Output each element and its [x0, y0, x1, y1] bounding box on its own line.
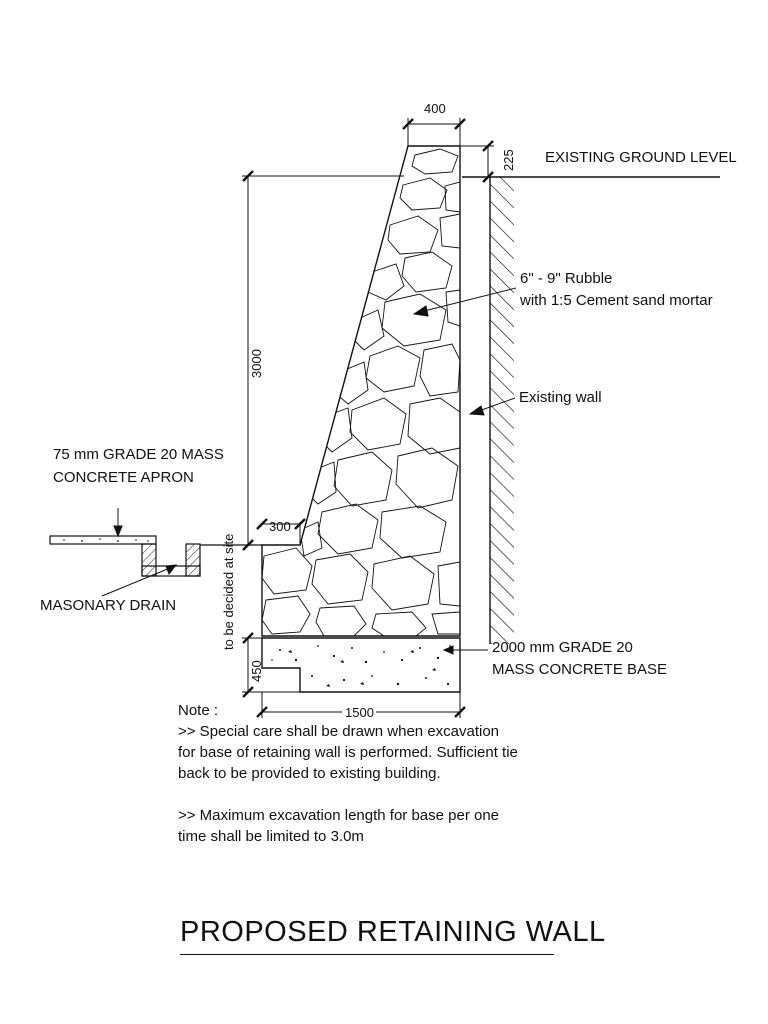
- note-line: >> Maximum excavation length for base pe…: [178, 807, 500, 824]
- note-line: time shall be limited to 3.0m: [178, 828, 364, 845]
- concrete-base: [261, 637, 461, 693]
- note-gap: [178, 784, 578, 805]
- title-underline: [180, 954, 554, 955]
- concrete-apron: [49, 535, 157, 545]
- existing-wall-label: Existing wall: [519, 389, 602, 406]
- base-label-1: 2000 mm GRADE 20: [492, 639, 633, 656]
- masonry-drain: [141, 543, 262, 577]
- dimensions: [242, 118, 494, 718]
- apron-label-2: CONCRETE APRON: [53, 469, 194, 486]
- ground-level-label: EXISTING GROUND LEVEL: [545, 149, 737, 166]
- note-line: back to be provided to existing building…: [178, 765, 441, 782]
- rubble-label-2: with 1:5 Cement sand mortar: [519, 292, 713, 309]
- note-line: for base of retaining wall is performed.…: [178, 744, 518, 761]
- wall-height-label: 3000: [249, 349, 264, 378]
- site-note-label: to be decided at site: [221, 534, 236, 650]
- base-thickness-label: 450: [249, 660, 264, 682]
- base-width-label: 1500: [345, 705, 374, 720]
- notes-block: Note : >> Special care shall be drawn wh…: [178, 700, 578, 847]
- top-width-label: 400: [424, 101, 446, 116]
- toe-width-label: 300: [269, 519, 291, 534]
- leaders: [101, 287, 517, 655]
- rubble-wall: [261, 145, 461, 637]
- base-label-2: MASS CONCRETE BASE: [492, 661, 667, 678]
- note-heading: Note :: [178, 702, 219, 719]
- existing-wall: [489, 176, 514, 644]
- drain-label: MASONARY DRAIN: [40, 597, 176, 614]
- drawing-title: PROPOSED RETAINING WALL: [180, 916, 606, 948]
- top-offset-label: 225: [501, 149, 516, 171]
- rubble-label-1: 6" - 9" Rubble: [520, 270, 612, 287]
- base-width-label-bg: [342, 704, 376, 718]
- note-line: >> Special care shall be drawn when exca…: [178, 723, 500, 740]
- apron-label-1: 75 mm GRADE 20 MASS: [53, 446, 224, 463]
